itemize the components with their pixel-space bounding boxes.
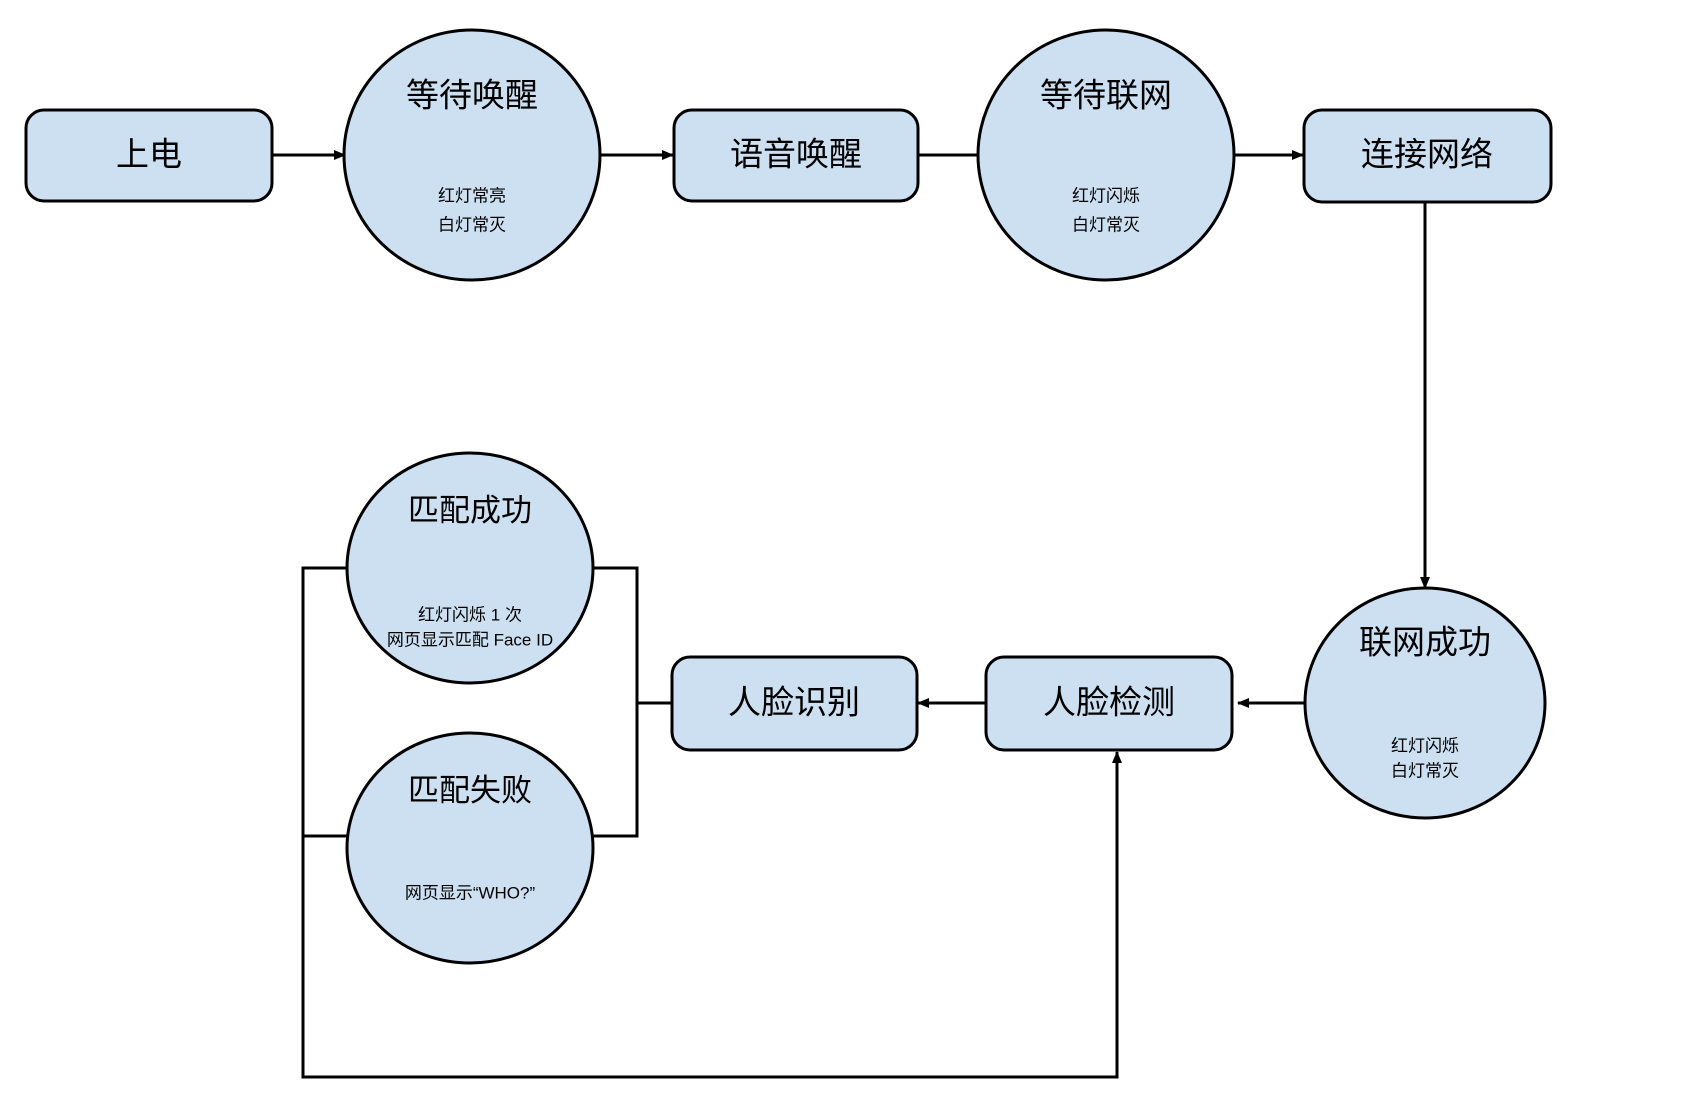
node-waiting-wakeup-shape[interactable] — [342, 28, 602, 282]
edge-match-fail-feedback-to-face-detect — [301, 751, 1122, 1079]
node-voice-wakeup-shape[interactable] — [672, 108, 920, 203]
node-match-success-sub-2: 网页显示匹配 Face ID — [387, 630, 553, 649]
node-waiting-network[interactable]: 等待联网 红灯闪烁 白灯常灭 — [976, 28, 1236, 282]
node-network-success-sub-1: 红灯闪烁 — [1391, 736, 1459, 755]
node-network-success[interactable]: 联网成功 红灯闪烁 白灯常灭 — [1303, 586, 1547, 820]
node-match-fail-shape[interactable] — [345, 731, 595, 965]
node-waiting-network-sub-2: 白灯常灭 — [1072, 215, 1140, 234]
node-waiting-network-shape[interactable] — [976, 28, 1236, 282]
connectors — [272, 150, 1430, 1079]
node-waiting-network-sub-1: 红灯闪烁 — [1072, 186, 1140, 205]
node-face-recognize[interactable]: 人脸识别 — [670, 655, 919, 752]
node-network-success-shape[interactable] — [1303, 586, 1547, 820]
node-face-detect[interactable]: 人脸检测 — [984, 655, 1234, 752]
node-match-success-shape[interactable] — [345, 451, 595, 685]
node-match-fail-label: 匹配失败 — [408, 773, 532, 808]
node-voice-wakeup-label: 语音唤醒 — [730, 136, 862, 173]
node-match-success[interactable]: 匹配成功 红灯闪烁 1 次 网页显示匹配 Face ID — [345, 451, 595, 685]
node-match-fail[interactable]: 匹配失败 网页显示“WHO?” — [345, 731, 595, 965]
node-waiting-wakeup-sub-1: 红灯常亮 — [438, 186, 506, 205]
node-waiting-wakeup-label: 等待唤醒 — [406, 77, 538, 114]
edge-face-recognize-to-branch — [592, 566, 673, 705]
node-power-on-shape[interactable] — [24, 108, 274, 203]
node-face-recognize-shape[interactable] — [670, 655, 919, 752]
node-power-on[interactable]: 上电 — [24, 108, 274, 203]
node-face-detect-shape[interactable] — [984, 655, 1234, 752]
node-power-on-label: 上电 — [116, 136, 182, 173]
node-face-detect-label: 人脸检测 — [1043, 684, 1175, 721]
node-voice-wakeup[interactable]: 语音唤醒 — [672, 108, 920, 203]
node-network-success-sub-2: 白灯常灭 — [1391, 761, 1459, 780]
node-match-success-label: 匹配成功 — [408, 493, 532, 528]
node-network-success-label: 联网成功 — [1359, 624, 1491, 661]
node-waiting-network-label: 等待联网 — [1040, 77, 1172, 114]
edge-match-success-left-bracket — [301, 566, 348, 838]
node-match-success-sub-1: 红灯闪烁 1 次 — [418, 605, 522, 624]
node-waiting-wakeup-sub-2: 白灯常灭 — [438, 215, 506, 234]
node-connect-network-label: 连接网络 — [1361, 136, 1493, 173]
node-connect-network-shape[interactable] — [1302, 108, 1553, 204]
node-waiting-wakeup[interactable]: 等待唤醒 红灯常亮 白灯常灭 — [342, 28, 602, 282]
edge-branch-to-match-fail-right — [592, 703, 639, 838]
node-face-recognize-label: 人脸识别 — [728, 684, 860, 721]
node-connect-network[interactable]: 连接网络 — [1302, 108, 1553, 204]
node-match-fail-sub-1: 网页显示“WHO?” — [405, 883, 536, 902]
